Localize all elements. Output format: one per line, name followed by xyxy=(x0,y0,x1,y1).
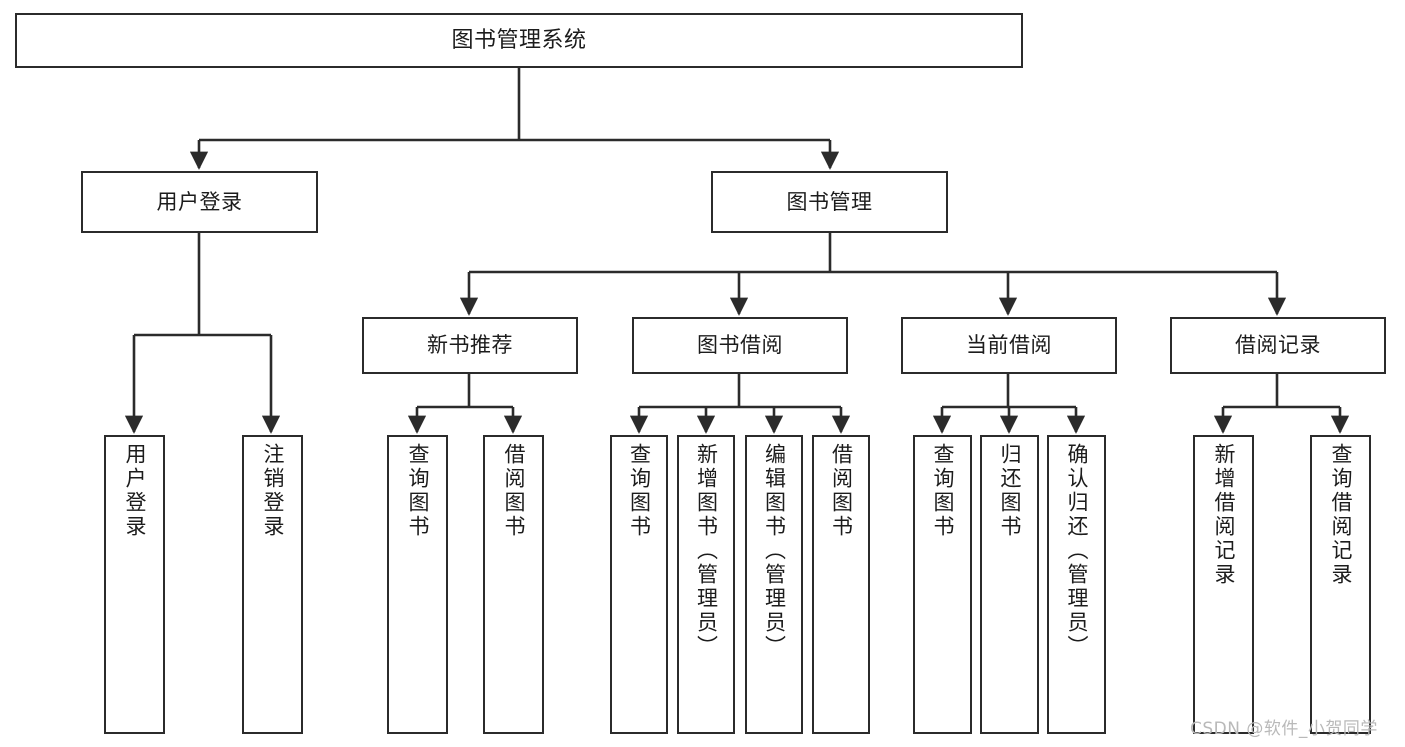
node-leaf-query-record[interactable]: 查询借阅记录 xyxy=(1310,435,1371,734)
node-leaf-confirm-return-label: 确认归还（管理员） xyxy=(1065,443,1089,659)
node-leaf-query-book-rec[interactable]: 查询图书 xyxy=(387,435,448,734)
node-leaf-edit-book-label: 编辑图书（管理员） xyxy=(762,443,787,659)
node-leaf-query-book-cur-label: 查询图书 xyxy=(931,443,955,539)
node-book-manage[interactable]: 图书管理 xyxy=(711,171,948,233)
node-leaf-user-login[interactable]: 用户登录 xyxy=(104,435,165,734)
node-leaf-query-book-borrow-label: 查询图书 xyxy=(627,443,652,539)
node-root-label: 图书管理系统 xyxy=(451,27,587,53)
node-leaf-borrow-book-label: 借阅图书 xyxy=(829,443,854,539)
node-leaf-logout-label: 注销登录 xyxy=(261,443,285,539)
node-leaf-user-login-label: 用户登录 xyxy=(123,443,147,539)
node-leaf-add-record[interactable]: 新增借阅记录 xyxy=(1193,435,1254,734)
node-leaf-add-book[interactable]: 新增图书（管理员） xyxy=(677,435,735,734)
node-leaf-borrow-book-rec[interactable]: 借阅图书 xyxy=(483,435,544,734)
node-leaf-query-book-cur[interactable]: 查询图书 xyxy=(913,435,972,734)
node-leaf-query-book-rec-label: 查询图书 xyxy=(406,443,430,539)
node-user-login[interactable]: 用户登录 xyxy=(81,171,318,233)
node-root[interactable]: 图书管理系统 xyxy=(15,13,1023,68)
node-borrow-record-label: 借阅记录 xyxy=(1235,333,1321,358)
node-leaf-return-book[interactable]: 归还图书 xyxy=(980,435,1039,734)
node-leaf-logout[interactable]: 注销登录 xyxy=(242,435,303,734)
node-user-login-label: 用户登录 xyxy=(156,189,243,214)
node-book-manage-label: 图书管理 xyxy=(786,189,873,214)
node-new-book-rec[interactable]: 新书推荐 xyxy=(362,317,578,374)
node-current-borrow-label: 当前借阅 xyxy=(966,333,1052,358)
node-leaf-edit-book[interactable]: 编辑图书（管理员） xyxy=(745,435,803,734)
node-leaf-add-book-label: 新增图书（管理员） xyxy=(694,443,719,659)
node-leaf-query-book-borrow[interactable]: 查询图书 xyxy=(610,435,668,734)
node-book-borrow-label: 图书借阅 xyxy=(697,333,783,358)
node-current-borrow[interactable]: 当前借阅 xyxy=(901,317,1117,374)
node-leaf-return-book-label: 归还图书 xyxy=(998,443,1022,539)
node-borrow-record[interactable]: 借阅记录 xyxy=(1170,317,1386,374)
node-leaf-borrow-book[interactable]: 借阅图书 xyxy=(812,435,870,734)
csdn-watermark: CSDN @软件_小贺同学 xyxy=(1190,719,1378,739)
node-leaf-borrow-book-rec-label: 借阅图书 xyxy=(502,443,526,539)
node-leaf-query-record-label: 查询借阅记录 xyxy=(1329,443,1353,587)
node-book-borrow[interactable]: 图书借阅 xyxy=(632,317,848,374)
node-leaf-confirm-return[interactable]: 确认归还（管理员） xyxy=(1047,435,1106,734)
node-leaf-add-record-label: 新增借阅记录 xyxy=(1212,443,1236,587)
node-new-book-rec-label: 新书推荐 xyxy=(427,333,513,358)
